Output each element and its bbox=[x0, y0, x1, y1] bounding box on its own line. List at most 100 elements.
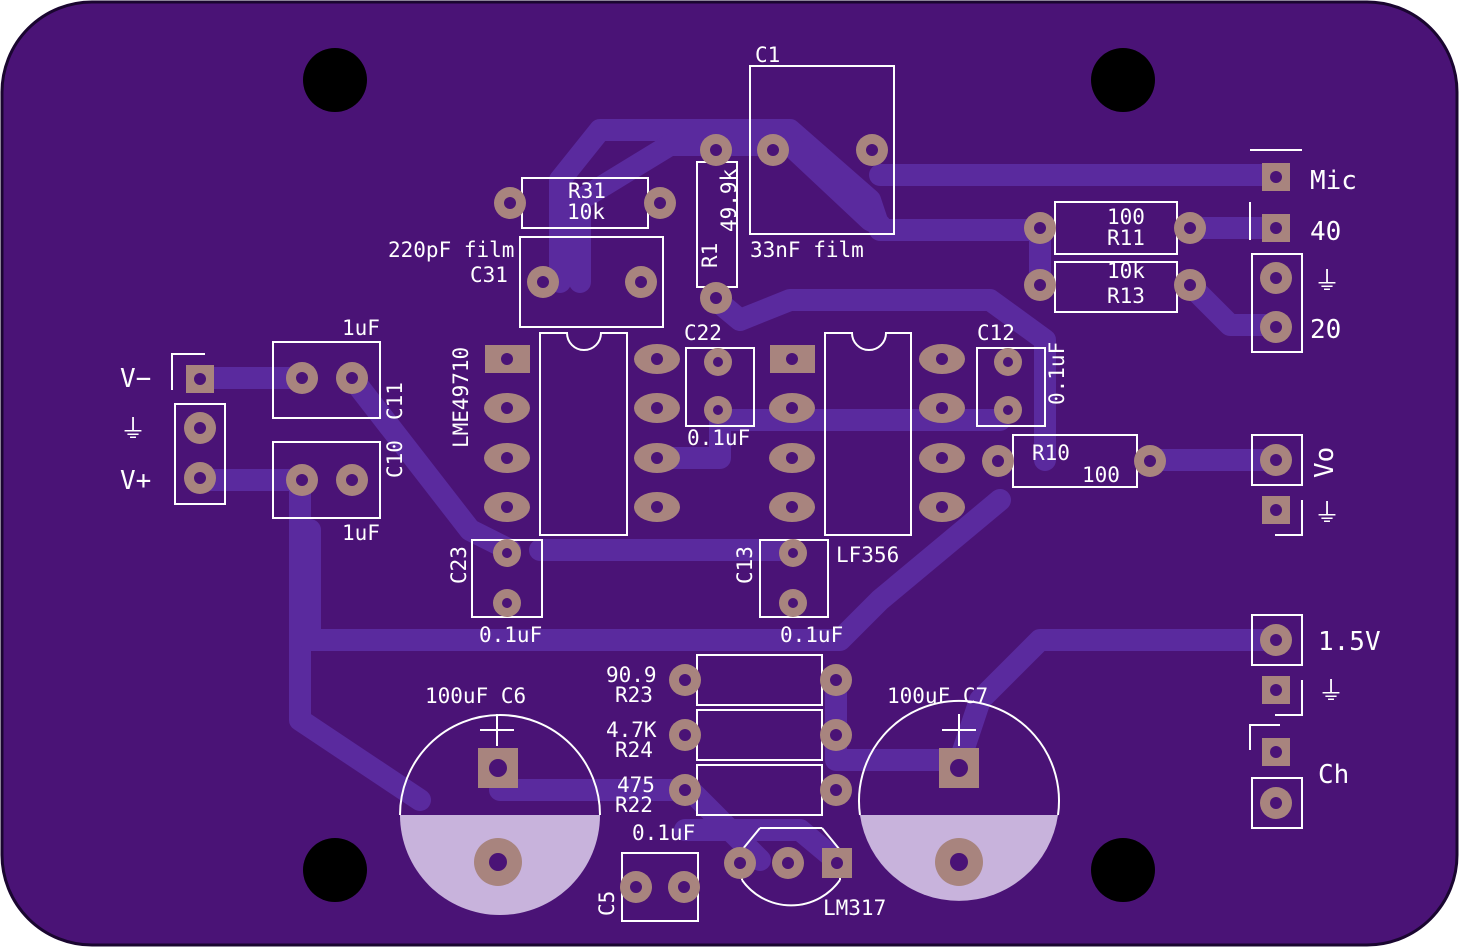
c31-label: C31 bbox=[470, 263, 508, 287]
drill bbox=[1003, 357, 1013, 367]
drill bbox=[489, 759, 507, 777]
vminus-label: V− bbox=[120, 364, 151, 394]
drill bbox=[489, 853, 507, 871]
drill bbox=[194, 373, 206, 385]
c23-label: C23 bbox=[447, 546, 471, 584]
mounting-hole bbox=[303, 838, 367, 902]
r13-value: 10k bbox=[1107, 259, 1145, 283]
c1-outline bbox=[749, 65, 895, 235]
v15-connector-outline bbox=[1251, 614, 1303, 666]
drill bbox=[1184, 222, 1196, 234]
c6-label: 100uF C6 bbox=[425, 684, 526, 708]
drill bbox=[501, 452, 513, 464]
u1-label: LME49710 bbox=[449, 347, 473, 448]
gain-40-label: 40 bbox=[1310, 217, 1341, 247]
ch-label: Ch bbox=[1318, 760, 1349, 790]
c10-value: 1uF bbox=[342, 521, 380, 545]
drill bbox=[786, 501, 798, 513]
drill bbox=[651, 452, 663, 464]
r11-value: 100 bbox=[1107, 205, 1145, 229]
power-ground-icon: ⏚ bbox=[120, 415, 146, 445]
drill bbox=[1270, 634, 1282, 646]
drill bbox=[651, 402, 663, 414]
drill bbox=[782, 857, 794, 869]
v15-label: 1.5V bbox=[1318, 627, 1381, 657]
drill bbox=[710, 144, 722, 156]
r23-label: R23 bbox=[615, 683, 653, 707]
mic-label: Mic bbox=[1310, 166, 1357, 196]
r10-value: 100 bbox=[1082, 463, 1120, 487]
mounting-hole bbox=[1091, 838, 1155, 902]
vo-label: Vo bbox=[1310, 447, 1340, 478]
drill bbox=[1184, 279, 1196, 291]
r31-label: R31 bbox=[568, 179, 606, 203]
vo-connector-outline bbox=[1251, 434, 1303, 486]
drill bbox=[504, 197, 516, 209]
vo-ground-icon: ⏚ bbox=[1314, 499, 1340, 529]
c31-value: 220pF film bbox=[388, 238, 514, 262]
gain-connector-outline bbox=[1251, 253, 1303, 353]
drill bbox=[1270, 321, 1282, 333]
c22-label: C22 bbox=[684, 321, 722, 345]
c13-value: 0.1uF bbox=[780, 623, 843, 647]
c12-value: 0.1uF bbox=[1045, 342, 1069, 405]
drill bbox=[651, 353, 663, 365]
c22-outline bbox=[685, 347, 755, 427]
drill bbox=[635, 276, 647, 288]
v15-ground-mark bbox=[1275, 680, 1303, 716]
drill bbox=[1270, 797, 1282, 809]
connector-labels: Mic 40 ⏚ 20 V− ⏚ V+ Vo ⏚ 1.5V ⏚ Ch bbox=[120, 166, 1381, 790]
drill bbox=[788, 548, 798, 558]
drill bbox=[654, 197, 666, 209]
drill bbox=[1270, 504, 1282, 516]
drill bbox=[679, 784, 691, 796]
c1-value: 33nF film bbox=[750, 238, 864, 262]
u1-outline bbox=[539, 332, 628, 536]
drill bbox=[992, 455, 1004, 467]
drill bbox=[1270, 171, 1282, 183]
r24-label: R24 bbox=[615, 738, 653, 762]
drill bbox=[734, 857, 746, 869]
drill bbox=[651, 501, 663, 513]
drill bbox=[950, 759, 968, 777]
drill bbox=[346, 474, 358, 486]
c10-label: C10 bbox=[383, 440, 407, 478]
vplus-label: V+ bbox=[120, 466, 151, 496]
drill bbox=[679, 729, 691, 741]
drill bbox=[296, 372, 308, 384]
drill bbox=[501, 402, 513, 414]
ch-connector-outline bbox=[1251, 777, 1303, 829]
r13-label: R13 bbox=[1107, 284, 1145, 308]
lm317-label: LM317 bbox=[823, 896, 886, 920]
power-connector-outline bbox=[174, 403, 226, 505]
drill bbox=[194, 422, 206, 434]
drill bbox=[1270, 684, 1282, 696]
drill bbox=[1270, 746, 1282, 758]
drill bbox=[936, 501, 948, 513]
drill bbox=[950, 853, 968, 871]
c11-value: 1uF bbox=[342, 316, 380, 340]
r24-value: 4.7K bbox=[606, 718, 657, 742]
c12-label: C12 bbox=[977, 321, 1015, 345]
c7-outline bbox=[858, 699, 1060, 816]
drill bbox=[1270, 272, 1282, 284]
drill bbox=[786, 402, 798, 414]
u2-outline bbox=[824, 332, 912, 536]
drill bbox=[678, 881, 690, 893]
drill bbox=[936, 353, 948, 365]
c23-value: 0.1uF bbox=[479, 623, 542, 647]
drill bbox=[830, 784, 842, 796]
v15-ground-icon: ⏚ bbox=[1318, 677, 1344, 707]
r22-label: R22 bbox=[615, 793, 653, 817]
r23-value: 90.9 bbox=[606, 663, 657, 687]
drill bbox=[713, 357, 723, 367]
r11-label: R11 bbox=[1107, 226, 1145, 250]
c7-label: 100uF C7 bbox=[887, 684, 988, 708]
drill bbox=[1270, 454, 1282, 466]
drill bbox=[194, 472, 206, 484]
c13-label: C13 bbox=[733, 546, 757, 584]
drill bbox=[866, 144, 878, 156]
drill bbox=[767, 144, 779, 156]
